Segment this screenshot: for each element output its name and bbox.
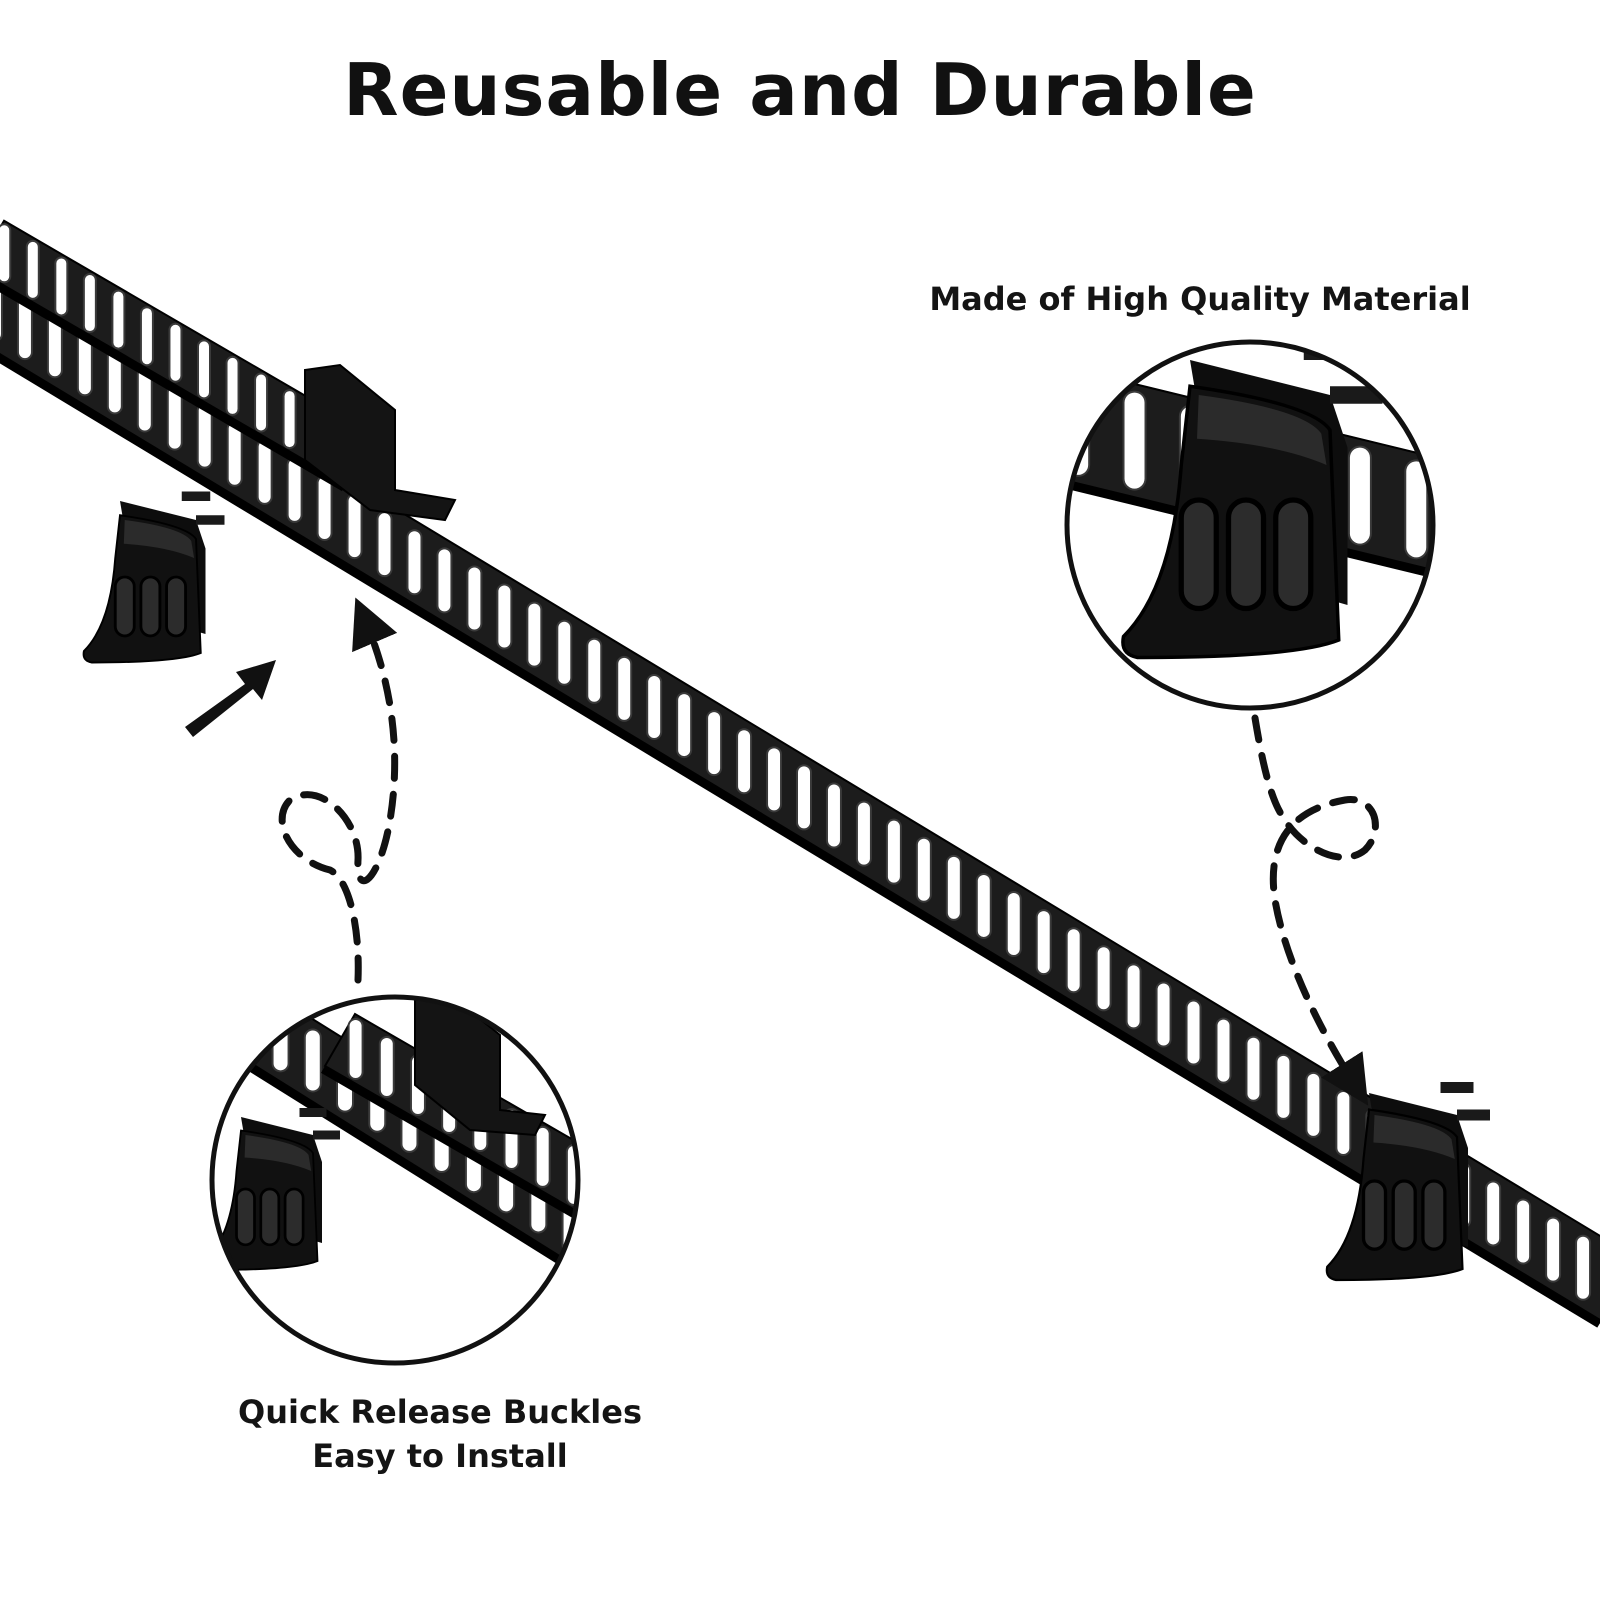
material-caption: Made of High Quality Material	[929, 280, 1471, 318]
installed-buckle	[1325, 1082, 1490, 1282]
dashed-loop-icon	[1251, 714, 1379, 1106]
install-caption-line-1: Quick Release Buckles	[238, 1393, 642, 1431]
arrow-up-right-icon	[185, 660, 276, 737]
zoom-circle-install	[209, 994, 581, 1366]
page-title: Reusable and Durable	[343, 48, 1257, 132]
zoom-circle-material	[1064, 339, 1436, 711]
dashed-loop-icon	[278, 597, 399, 984]
loose-buckle	[82, 491, 225, 664]
install-caption-line-2: Easy to Install	[312, 1437, 568, 1475]
main-strap	[0, 219, 1600, 1328]
install-caption: Quick Release Buckles Easy to Install	[180, 1390, 700, 1478]
